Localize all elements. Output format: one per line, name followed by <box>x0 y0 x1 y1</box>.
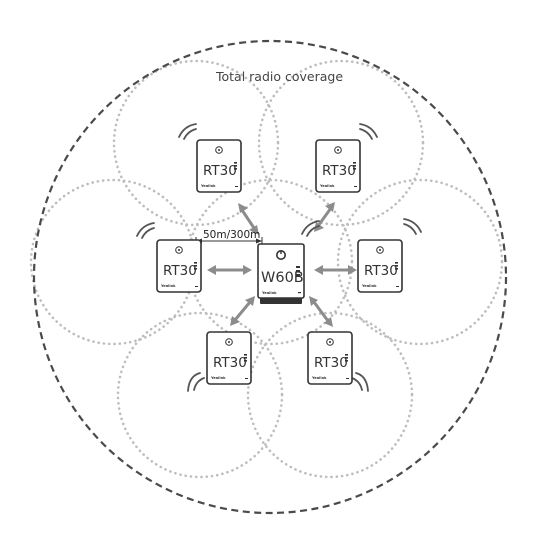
arrow-bottom-right <box>309 296 333 327</box>
signal-wave-icon <box>301 220 320 237</box>
signal-wave-icon <box>359 123 378 140</box>
base-station-brand-label: Yealink <box>261 291 277 295</box>
handset-bottom-left: RT30 Yealink <box>206 331 252 385</box>
handset-brand-label: Yealink <box>319 184 335 188</box>
signal-wave-icon <box>187 372 205 392</box>
distance-label: 50m/300m <box>203 229 260 241</box>
signal-wave-icon <box>403 218 422 235</box>
arrow-top-left <box>238 203 259 235</box>
arrow-bottom-left <box>230 296 255 326</box>
signal-waves <box>136 123 422 392</box>
base-station: W60B Yealink <box>257 243 305 304</box>
link-arrows <box>207 202 357 327</box>
total-coverage-boundary <box>32 39 508 515</box>
arrow-left <box>207 265 252 275</box>
handset-bottom-right: RT30 Yealink <box>307 331 353 385</box>
signal-wave-icon <box>351 372 369 392</box>
arrow-right <box>314 265 357 275</box>
handset-brand-label: Yealink <box>210 376 226 380</box>
coverage-circle-top-left <box>112 59 280 227</box>
handset-model-label: RT30 <box>213 355 247 371</box>
handset-brand-label: Yealink <box>361 284 377 288</box>
coverage-circle-bottom-right <box>246 311 414 479</box>
handset-top-left: RT30 Yealink <box>196 139 242 193</box>
handset-model-label: RT30 <box>163 263 197 279</box>
coverage-circle-right <box>336 178 504 346</box>
coverage-circle-top-right <box>257 59 425 227</box>
handset-brand-label: Yealink <box>200 184 216 188</box>
handset-model-label: RT30 <box>314 355 348 371</box>
handset-right: RT30 Yealink <box>357 239 403 293</box>
handset-top-right: RT30 Yealink <box>315 139 361 193</box>
handset-brand-label: Yealink <box>311 376 327 380</box>
coverage-circle-center <box>186 178 354 346</box>
base-station-model-label: W60B <box>261 270 304 286</box>
signal-wave-icon <box>178 123 197 140</box>
handset-left: RT30 Yealink <box>156 239 202 293</box>
handset-model-label: RT30 <box>203 163 237 179</box>
handset-model-label: RT30 <box>364 263 398 279</box>
signal-wave-icon <box>136 222 155 239</box>
arrow-top-right <box>314 202 335 232</box>
coverage-circle-bottom-left <box>116 311 284 479</box>
handset-model-label: RT30 <box>322 163 356 179</box>
coverage-label: Total radio coverage <box>215 69 343 84</box>
distance-indicator: 50m/300m <box>195 229 263 245</box>
handset-brand-label: Yealink <box>160 284 176 288</box>
